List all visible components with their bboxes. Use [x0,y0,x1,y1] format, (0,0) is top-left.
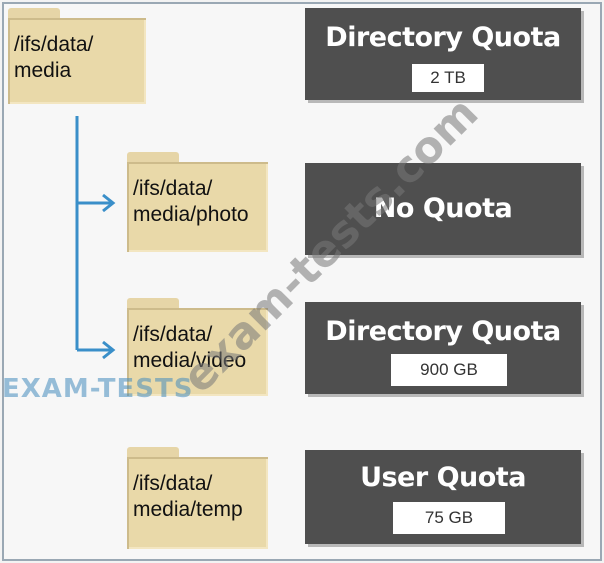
arrow-video-icon [102,340,116,360]
quota-box-media: Directory Quota 2 TB [305,8,581,100]
quota-box-photo: No Quota [305,163,581,255]
folder-path-line1: /ifs/data/ [14,33,94,56]
folder-path-line1: /ifs/data/ [133,472,213,495]
quota-title: No Quota [373,193,513,224]
folder-path-line2: media/photo [133,203,249,226]
quota-box-temp: User Quota 75 GB [305,450,581,544]
folder-body: /ifs/data/ media/photo [127,162,268,252]
quota-title: User Quota [360,462,526,493]
folder-path-line1: /ifs/data/ [133,323,213,346]
folder-path-line2: media/temp [133,498,243,521]
quota-value: 2 TB [412,64,484,92]
folder-media-photo: /ifs/data/ media/photo [127,152,268,252]
folder-media-temp: /ifs/data/ media/temp [127,447,268,549]
folder-media: /ifs/data/ media [8,8,146,104]
quota-value: 75 GB [393,502,505,534]
folder-body: /ifs/data/ media/temp [127,457,268,549]
folder-path-line1: /ifs/data/ [133,177,213,200]
arrow-photo-icon [102,193,116,213]
folder-media-video: /ifs/data/ media/video [127,298,268,396]
folder-path-line2: media/video [133,349,247,372]
folder-path-line2: media [14,59,72,82]
folder-body: /ifs/data/ media/video [127,308,268,396]
quota-value: 900 GB [391,354,507,386]
quota-title: Directory Quota [325,22,561,53]
quota-box-video: Directory Quota 900 GB [305,302,581,394]
folder-body: /ifs/data/ media [8,18,146,104]
quota-title: Directory Quota [325,316,561,347]
